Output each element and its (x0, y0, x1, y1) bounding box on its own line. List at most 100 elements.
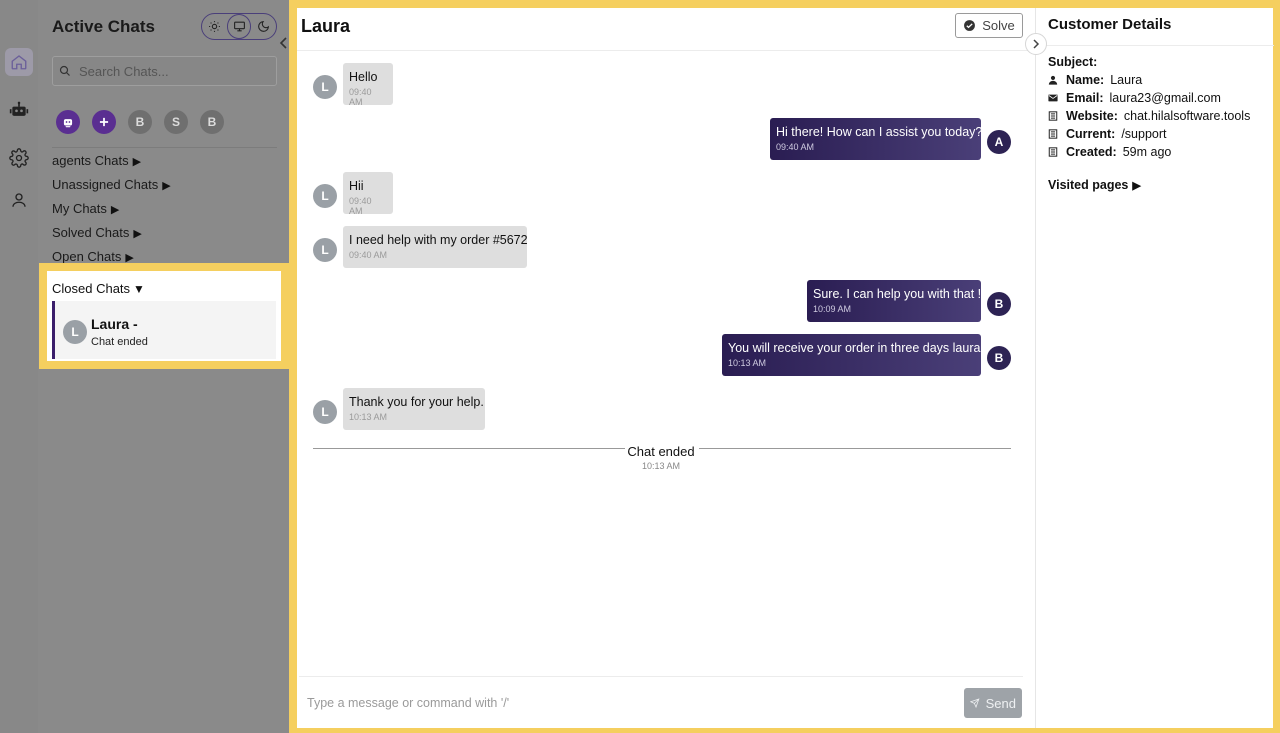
gear-icon (9, 148, 29, 168)
sun-icon (208, 21, 220, 32)
avatar: L (313, 75, 337, 99)
agent-filter-avatar[interactable]: S (164, 110, 188, 134)
detail-value: chat.hilalsoftware.tools (1123, 109, 1251, 123)
chat-ended-divider (313, 448, 625, 449)
message-time: 09:40 AM (349, 87, 372, 107)
detail-label: Name: (1066, 73, 1105, 87)
document-icon (1048, 129, 1058, 139)
mail-icon (1048, 94, 1058, 102)
detail-email: Email: laura23@gmail.com (1048, 91, 1221, 105)
plus-icon (99, 117, 109, 127)
home-icon (11, 55, 27, 70)
home-nav-button[interactable] (5, 48, 33, 76)
message-text: Hello (349, 70, 378, 84)
category-open-chats[interactable]: Open Chats▶ (52, 249, 134, 264)
send-button[interactable]: Send (964, 688, 1022, 718)
message-time: 09:40 AM (349, 196, 372, 216)
collapse-sidebar-button[interactable] (279, 37, 293, 51)
category-solved-chats[interactable]: Solved Chats▶ (52, 225, 142, 240)
category-label: agents Chats (52, 153, 129, 168)
theme-switcher (201, 13, 277, 40)
chat-ended-divider (699, 448, 1011, 449)
avatar: A (987, 130, 1011, 154)
message-bubble: You will receive your order in three day… (722, 334, 984, 376)
category-label: Solved Chats (52, 225, 130, 240)
avatar: L (63, 320, 87, 344)
detail-value: 59m ago (1122, 145, 1172, 159)
chat-list-item[interactable]: L Laura - Chat ended (52, 301, 276, 359)
visited-pages-toggle[interactable]: Visited pages▶ (1048, 178, 1141, 192)
detail-value: laura23@gmail.com (1109, 91, 1221, 105)
message-text: You will receive your order in three day… (728, 341, 984, 355)
detail-created: Created: 59m ago (1048, 145, 1171, 159)
caret-right-icon: ▶ (110, 204, 120, 216)
solve-button[interactable]: Solve (955, 13, 1023, 38)
agent-filter-avatar[interactable]: B (200, 110, 224, 134)
message-bubble: Sure. I can help you with that ! 10:09 A… (807, 280, 981, 322)
send-label: Send (985, 695, 1016, 711)
robot-icon (63, 119, 73, 128)
message-bubble: Thank you for your help. 10:13 AM (343, 388, 485, 430)
chevron-left-icon (279, 37, 287, 49)
detail-label: Website: (1066, 109, 1118, 123)
light-theme-button[interactable] (202, 14, 227, 39)
chat-item-status: Chat ended (91, 336, 148, 348)
toggle-details-button[interactable] (1025, 33, 1047, 55)
message-text: Thank you for your help. (349, 395, 484, 409)
message-text: Hii (349, 179, 364, 193)
dark-theme-button[interactable] (251, 14, 276, 39)
add-agent-button[interactable] (92, 110, 116, 134)
message-time: 09:40 AM (776, 142, 815, 152)
bot-filter-button[interactable] (56, 110, 80, 134)
details-title: Customer Details (1048, 16, 1172, 33)
user-icon (12, 193, 26, 207)
avatar: B (987, 292, 1011, 316)
avatar: L (313, 184, 337, 208)
caret-down-icon: ▼ (133, 282, 145, 296)
category-label: Unassigned Chats (52, 177, 159, 192)
message-time: 10:13 AM (728, 358, 767, 368)
category-unassigned-chats[interactable]: Unassigned Chats▶ (52, 177, 171, 192)
category-closed-chats[interactable]: Closed Chats▼ (52, 281, 145, 296)
chat-ended-time: 10:13 AM (641, 461, 681, 471)
sidebar-divider (52, 147, 277, 148)
message-text: I need help with my order #5672 (349, 233, 528, 247)
message-time: 09:40 AM (349, 250, 388, 260)
search-input[interactable] (77, 62, 267, 80)
customer-details-pane: Customer Details Subject: Name: Laura Em… (1035, 8, 1274, 728)
message-bubble: Hii 09:40 AM (343, 172, 393, 216)
conversation-pane: Laura Solve L Hello 09:40 AM Hi there! H… (297, 8, 1035, 728)
profile-nav-button[interactable] (5, 186, 33, 214)
document-icon (1048, 111, 1058, 121)
closed-chats-section: Closed Chats▼ L Laura - Chat ended (39, 263, 289, 369)
settings-nav-button[interactable] (5, 144, 33, 172)
category-agents-chats[interactable]: agents Chats▶ (52, 153, 141, 168)
document-icon (1048, 147, 1058, 157)
bot-nav-button[interactable] (5, 96, 33, 124)
category-my-chats[interactable]: My Chats▶ (52, 201, 119, 216)
message-input[interactable] (305, 695, 945, 711)
moon-icon (258, 20, 270, 32)
send-icon (970, 698, 980, 709)
detail-value: Laura (1110, 73, 1143, 87)
message-bubble: Hi there! How can I assist you today? 09… (770, 118, 982, 160)
chat-item-name: Laura - (91, 316, 138, 332)
sidebar-title: Active Chats (52, 17, 155, 36)
detail-label: Email: (1066, 91, 1104, 105)
chat-ended-label: Chat ended (627, 444, 695, 459)
system-theme-button[interactable] (226, 14, 252, 39)
solve-label: Solve (982, 18, 1015, 33)
category-label: Open Chats (52, 249, 122, 264)
caret-right-icon: ▶ (1132, 180, 1141, 192)
person-icon (1048, 75, 1058, 85)
conversation-title: Laura (301, 16, 351, 36)
robot-icon (9, 101, 29, 116)
message-text: Sure. I can help you with that ! (813, 287, 982, 301)
check-circle-icon (964, 20, 976, 31)
closed-chats-list: Closed Chats▼ L Laura - Chat ended (47, 271, 281, 361)
header-divider (297, 50, 1035, 51)
agent-filter-avatar[interactable]: B (128, 110, 152, 134)
detail-current: Current: /support (1048, 127, 1166, 141)
caret-right-icon: ▶ (162, 180, 171, 192)
category-label: My Chats (52, 201, 107, 216)
